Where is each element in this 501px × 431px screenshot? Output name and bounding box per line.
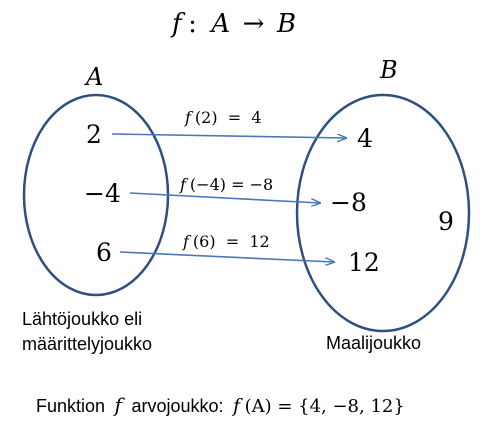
footer-image-rest: (A) = {4, −8, 12}	[245, 396, 405, 417]
mapping-label-1-rest: (2) = 4	[195, 108, 262, 127]
mapping-label-2-f: f	[179, 175, 189, 194]
footer-prefix: Funktion	[36, 396, 110, 416]
mapping-label-1-f: f	[184, 108, 194, 127]
mapping-arrow-minus4-to-minus8	[129, 192, 320, 203]
title: f : A → B	[170, 9, 296, 39]
domain-element-2: 2	[86, 120, 102, 149]
mapping-label-2-rest: (−4) = −8	[190, 175, 273, 194]
set-a-label: A	[84, 63, 103, 91]
mapping-label-3-rest: (6) = 12	[193, 232, 270, 251]
title-arrow: →	[243, 9, 265, 39]
title-codomain: B	[276, 9, 296, 39]
domain-caption-line1: Lähtöjoukko eli	[22, 309, 142, 329]
mapping-arrow-2-to-4	[111, 133, 346, 138]
mapping-label-1: f (2) = 4	[184, 108, 262, 127]
codomain-element-minus-8: −8	[330, 188, 367, 217]
footer-middle: arvojoukko:	[126, 396, 228, 416]
domain-caption-line2: määrittelyjoukko	[22, 334, 152, 354]
title-f: f	[170, 9, 186, 39]
codomain-element-4: 4	[357, 124, 373, 153]
mapping-label-3-f: f	[182, 232, 192, 251]
mapping-arrow-6-to-12	[119, 251, 334, 262]
title-colon: :	[188, 9, 197, 39]
mapping-label-2: f (−4) = −8	[179, 175, 273, 194]
footer-f-symbol: f	[113, 393, 126, 417]
mapping-label-3: f (6) = 12	[182, 232, 270, 251]
footer-image-f: f	[231, 395, 243, 417]
footer-range-statement: Funktion f arvojoukko: f (A) = {4, −8, 1…	[36, 393, 405, 417]
codomain-element-12: 12	[348, 248, 380, 277]
codomain-element-9: 9	[438, 207, 454, 236]
domain-element-6: 6	[96, 238, 112, 267]
codomain-set-ellipse	[295, 93, 471, 333]
codomain-caption: Maalijoukko	[326, 333, 421, 353]
domain-element-minus-4: −4	[84, 179, 121, 208]
title-domain: A	[209, 9, 230, 39]
set-b-label: B	[379, 56, 398, 84]
